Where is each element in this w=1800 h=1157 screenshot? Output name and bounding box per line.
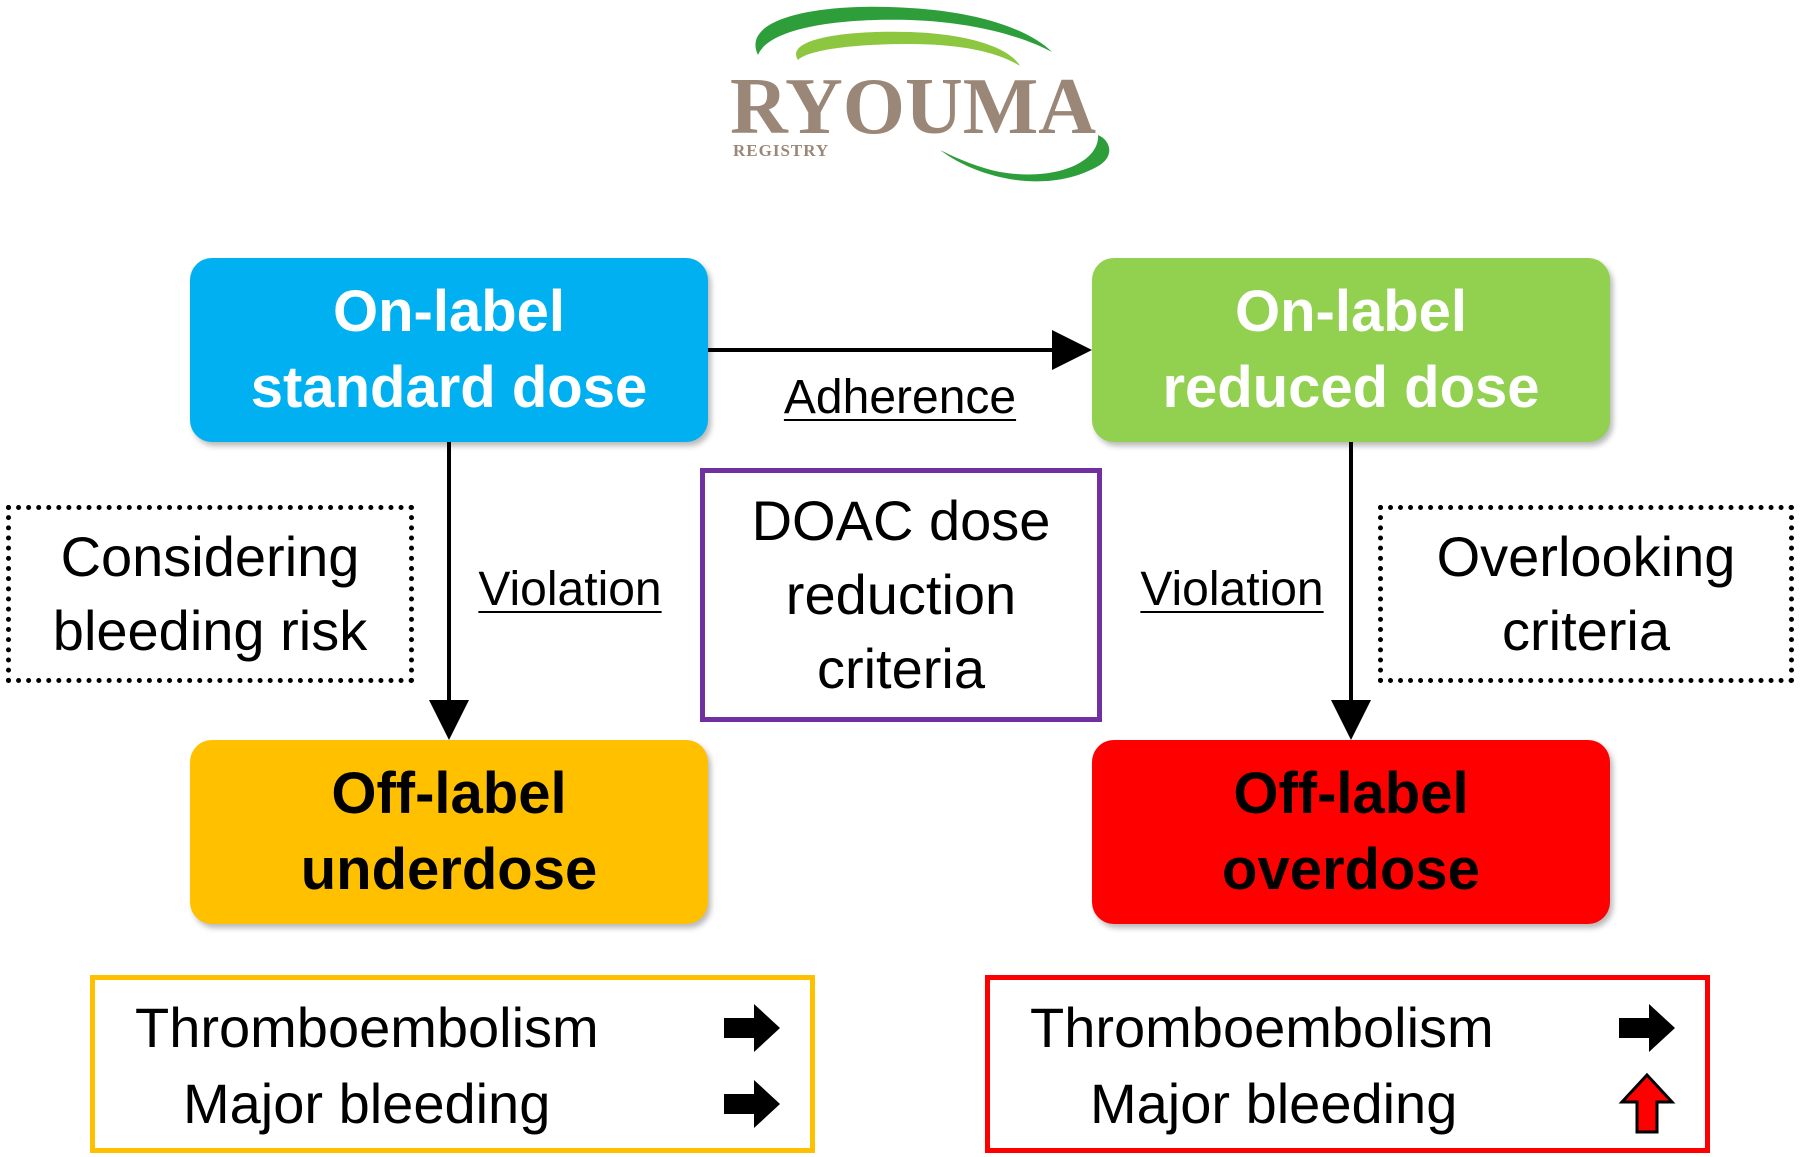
logo-swoosh-light (796, 31, 1020, 66)
overdose-line1: Off-label (1233, 761, 1469, 826)
criteria-line2: reduction (785, 563, 1017, 626)
overdose-line2: overdose (1222, 837, 1480, 902)
violation-label-left: Violation (478, 563, 662, 616)
off-label-underdose-box: Off-label underdose (190, 740, 708, 924)
right-arrow-icon (724, 1080, 780, 1128)
standard-line2: standard dose (250, 355, 648, 420)
on-label-reduced-dose-box: On-label reduced dose (1092, 258, 1610, 442)
up-arrow-icon (1618, 1072, 1676, 1134)
note-left-line2: bleeding risk (52, 599, 368, 662)
right-major-bleeding-label: Major bleeding (1090, 1072, 1458, 1135)
reduced-line2: reduced dose (1162, 355, 1540, 420)
doac-dose-reduction-criteria-box: DOAC dose reduction criteria (700, 468, 1102, 722)
criteria-line3: criteria (816, 637, 985, 700)
adherence-label: Adherence (783, 371, 1017, 424)
logo-subtitle: REGISTRY (733, 141, 830, 160)
logo-swoosh-dark-top (755, 6, 1052, 55)
logo-swoosh-dark-bottom (940, 135, 1110, 182)
right-arrow-icon (1619, 1004, 1675, 1052)
off-label-overdose-box: Off-label overdose (1092, 740, 1610, 924)
overdose-outcome-box: Thromboembolism Major bleeding (985, 975, 1710, 1153)
standard-line1: On-label (332, 279, 566, 344)
underdose-line1: Off-label (331, 761, 567, 826)
considering-bleeding-risk-note: Considering bleeding risk (6, 505, 414, 683)
left-major-bleeding-label: Major bleeding (183, 1072, 551, 1135)
ryouma-logo (755, 6, 1110, 182)
right-arrow-icon (724, 1004, 780, 1052)
note-left-line1: Considering (60, 525, 360, 588)
reduced-line1: On-label (1234, 279, 1468, 344)
on-label-standard-dose-box: On-label standard dose (190, 258, 708, 442)
left-thromboembolism-label: Thromboembolism (135, 996, 599, 1059)
criteria-line1: DOAC dose (751, 489, 1051, 552)
underdose-outcome-box: Thromboembolism Major bleeding (90, 975, 815, 1153)
note-right-line2: criteria (1501, 599, 1671, 662)
logo-wordmark: RYOUMA (730, 63, 1097, 151)
underdose-line2: underdose (300, 837, 598, 902)
violation-label-right: Violation (1140, 563, 1324, 616)
right-thromboembolism-label: Thromboembolism (1030, 996, 1494, 1059)
note-right-line1: Overlooking (1436, 525, 1736, 588)
overlooking-criteria-note: Overlooking criteria (1378, 505, 1794, 683)
